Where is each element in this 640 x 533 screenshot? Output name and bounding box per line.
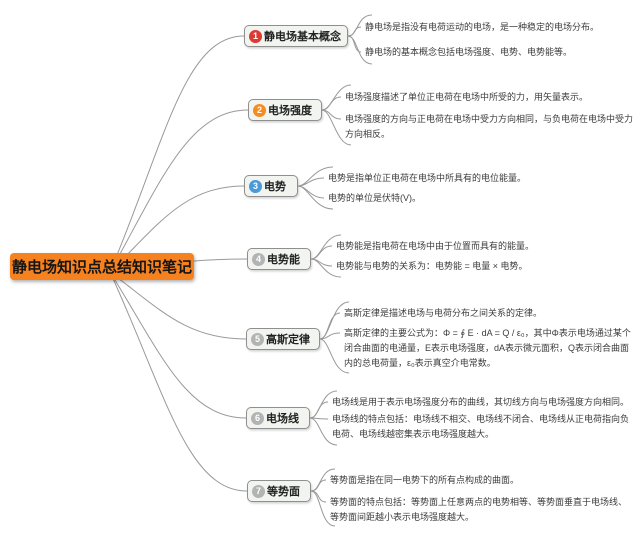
branch-number-badge: 7 (252, 484, 265, 498)
branch-label: 电势 (264, 181, 286, 193)
branch-label: 静电场基本概念 (264, 31, 341, 43)
branch-number-badge: 3 (249, 179, 262, 193)
leaf-note[interactable]: 电场强度描述了单位正电荷在电场中所受的力，用矢量表示。 (345, 92, 589, 102)
leaf-note[interactable]: 电势能与电势的关系为：电势能 = 电量 × 电势。 (336, 261, 528, 271)
leaf-note[interactable]: 等势面是指在同一电势下的所有点构成的曲面。 (330, 475, 520, 485)
leaf-note[interactable]: 电势的单位是伏特(V)。 (328, 193, 421, 203)
branch-label: 电场线 (266, 413, 299, 425)
branch-node-potential[interactable]: 3 电势 (244, 175, 298, 197)
leaf-note[interactable]: 高斯定律是描述电场与电荷分布之间关系的定律。 (344, 308, 543, 318)
leaf-note[interactable]: 电场强度的方向与正电荷在电场中受力方向相同，与负电荷在电场中受力方向相反。 (345, 114, 634, 139)
leaf-note[interactable]: 电势是指单位正电荷在电场中所具有的电位能量。 (328, 173, 527, 183)
leaf-note[interactable]: 静电场的基本概念包括电场强度、电势、电势能等。 (365, 47, 573, 57)
branch-node-field-strength[interactable]: 2 电场强度 (248, 99, 322, 121)
branch-node-basic-concepts[interactable]: 1 静电场基本概念 (244, 25, 348, 47)
branch-node-equipotential-surface[interactable]: 7 等势面 (247, 480, 311, 502)
leaf-note[interactable]: 静电场是指没有电荷运动的电场，是一种稳定的电场分布。 (365, 22, 600, 32)
branch-label: 等势面 (267, 486, 300, 498)
branch-number-badge: 6 (251, 411, 264, 425)
branch-number-badge: 1 (249, 29, 262, 43)
branch-label: 高斯定律 (266, 334, 310, 346)
branch-number-badge: 2 (253, 103, 266, 117)
root-node[interactable]: 静电场知识点总结知识笔记 (10, 253, 194, 280)
leaf-note[interactable]: 等势面的特点包括：等势面上任意两点的电势相等、等势面垂直于电场线、等势面间距越小… (330, 497, 628, 522)
branch-node-field-lines[interactable]: 6 电场线 (246, 407, 310, 429)
leaf-note[interactable]: 电场线是用于表示电场强度分布的曲线，其切线方向与电场强度方向相同。 (332, 397, 630, 407)
branch-node-potential-energy[interactable]: 4 电势能 (247, 248, 311, 270)
leaf-note[interactable]: 高斯定律的主要公式为：Φ = ∮ E · dA = Q / ε₀，其中Φ表示电场… (344, 328, 631, 368)
leaf-note[interactable]: 电势能是指电荷在电场中由于位置而具有的能量。 (336, 241, 535, 251)
branch-node-gauss-law[interactable]: 5 高斯定律 (246, 328, 320, 350)
leaf-note[interactable]: 电场线的特点包括：电场线不相交、电场线不闭合、电场线从正电荷指向负电荷、电场线越… (332, 414, 630, 439)
branch-number-badge: 5 (251, 332, 264, 346)
branch-label: 电场强度 (268, 105, 312, 117)
branch-label: 电势能 (267, 254, 300, 266)
branch-number-badge: 4 (252, 252, 265, 266)
